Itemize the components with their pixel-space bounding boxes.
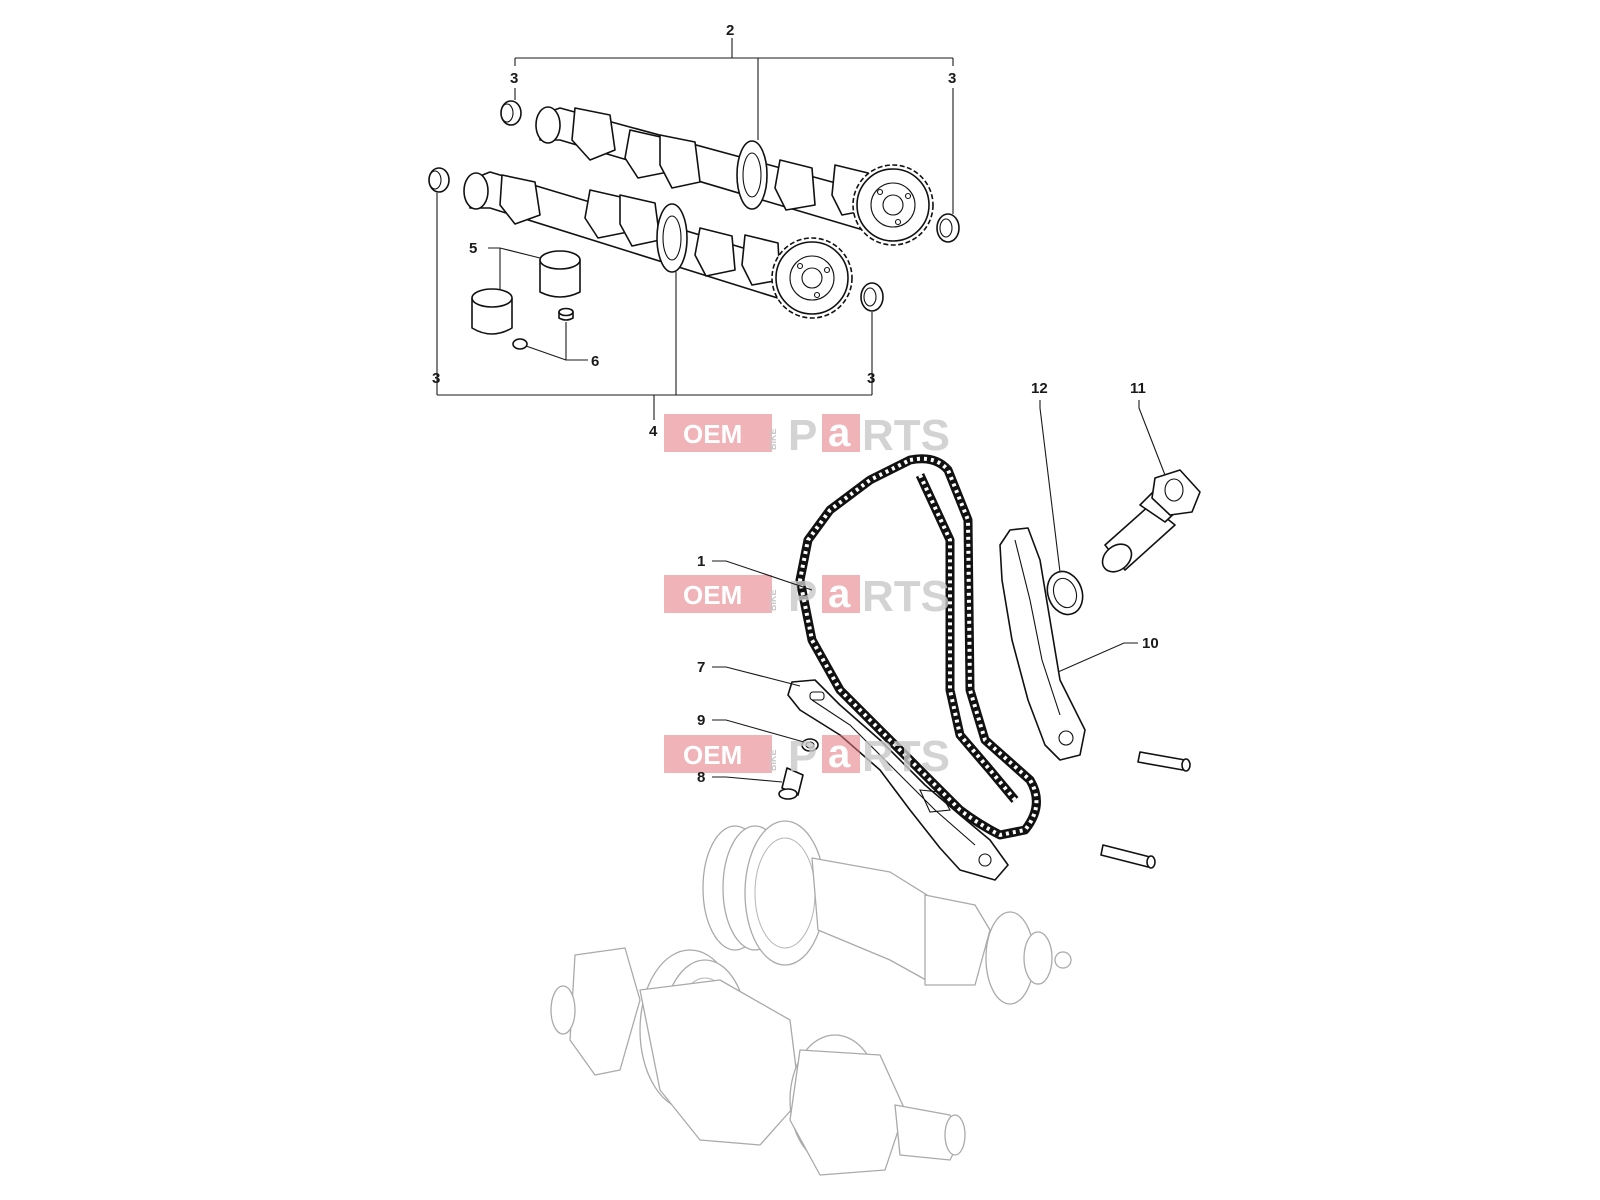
- fixed-chain-guide: [999, 527, 1086, 761]
- watermark-parts-p: P: [788, 732, 817, 781]
- callout-12: 12: [1031, 380, 1048, 397]
- callout-11: 11: [1130, 380, 1146, 397]
- watermark-parts-a: a: [828, 732, 851, 776]
- exhaust-camshaft: [535, 106, 934, 246]
- callout-9: 9: [697, 712, 705, 729]
- callout-6: 6: [591, 353, 599, 370]
- watermark-2: OEM BIKE P a RTS: [664, 572, 950, 621]
- watermark-bike: BIKE: [768, 428, 778, 450]
- callout-3-lower-left: 3: [432, 370, 440, 387]
- watermark-bike: BIKE: [768, 749, 778, 771]
- watermark-parts-a: a: [828, 572, 851, 616]
- callout-4: 4: [649, 423, 658, 440]
- bearing-cap-upper-right: [936, 213, 960, 243]
- callout-3-upper-right: 3: [948, 70, 956, 87]
- dowel-pins: [1100, 751, 1191, 869]
- bearing-cap-upper-left: [500, 100, 522, 126]
- washer: [801, 738, 819, 752]
- callout-5: 5: [469, 240, 477, 257]
- pivot-bolt: [778, 767, 804, 800]
- watermark-1: OEM BIKE P a RTS: [664, 411, 950, 460]
- watermark-oem: OEM: [683, 419, 742, 449]
- callout-10: 10: [1142, 635, 1159, 652]
- balance-shaft-ghost: [702, 820, 1072, 1005]
- callout-1: 1: [697, 553, 705, 570]
- chain-tensioner-guide: [787, 679, 1009, 881]
- callout-7: 7: [697, 659, 705, 676]
- intake-camshaft: [463, 171, 853, 319]
- tappet-bucket: [471, 250, 581, 335]
- watermark-bike: BIKE: [768, 589, 778, 611]
- chain-tensioner: [1101, 469, 1201, 573]
- leader-lines: [436, 38, 1166, 783]
- callout-3-lower-right: 3: [867, 370, 875, 387]
- bearing-cap-lower-left: [428, 167, 450, 193]
- callout-8: 8: [697, 769, 705, 786]
- timing-chain: [795, 454, 1041, 840]
- watermark-parts-rts: RTS: [862, 411, 950, 460]
- watermark-oem: OEM: [683, 740, 742, 770]
- bearing-cap-lower-right: [860, 282, 884, 312]
- watermark-parts-p: P: [788, 411, 817, 460]
- callout-2: 2: [726, 22, 734, 39]
- watermark-parts-p: P: [788, 572, 817, 621]
- sealing-ring: [1046, 570, 1084, 616]
- crankshaft-ghost: [550, 947, 966, 1176]
- valve-shim: [512, 307, 574, 350]
- watermark-oem: OEM: [683, 580, 742, 610]
- watermark-parts-a: a: [828, 411, 851, 455]
- callout-3-upper-left: 3: [510, 70, 518, 87]
- watermark-parts-rts: RTS: [862, 572, 950, 621]
- watermark-3: OEM BIKE P a RTS: [664, 732, 950, 781]
- watermark-parts-rts: RTS: [862, 732, 950, 781]
